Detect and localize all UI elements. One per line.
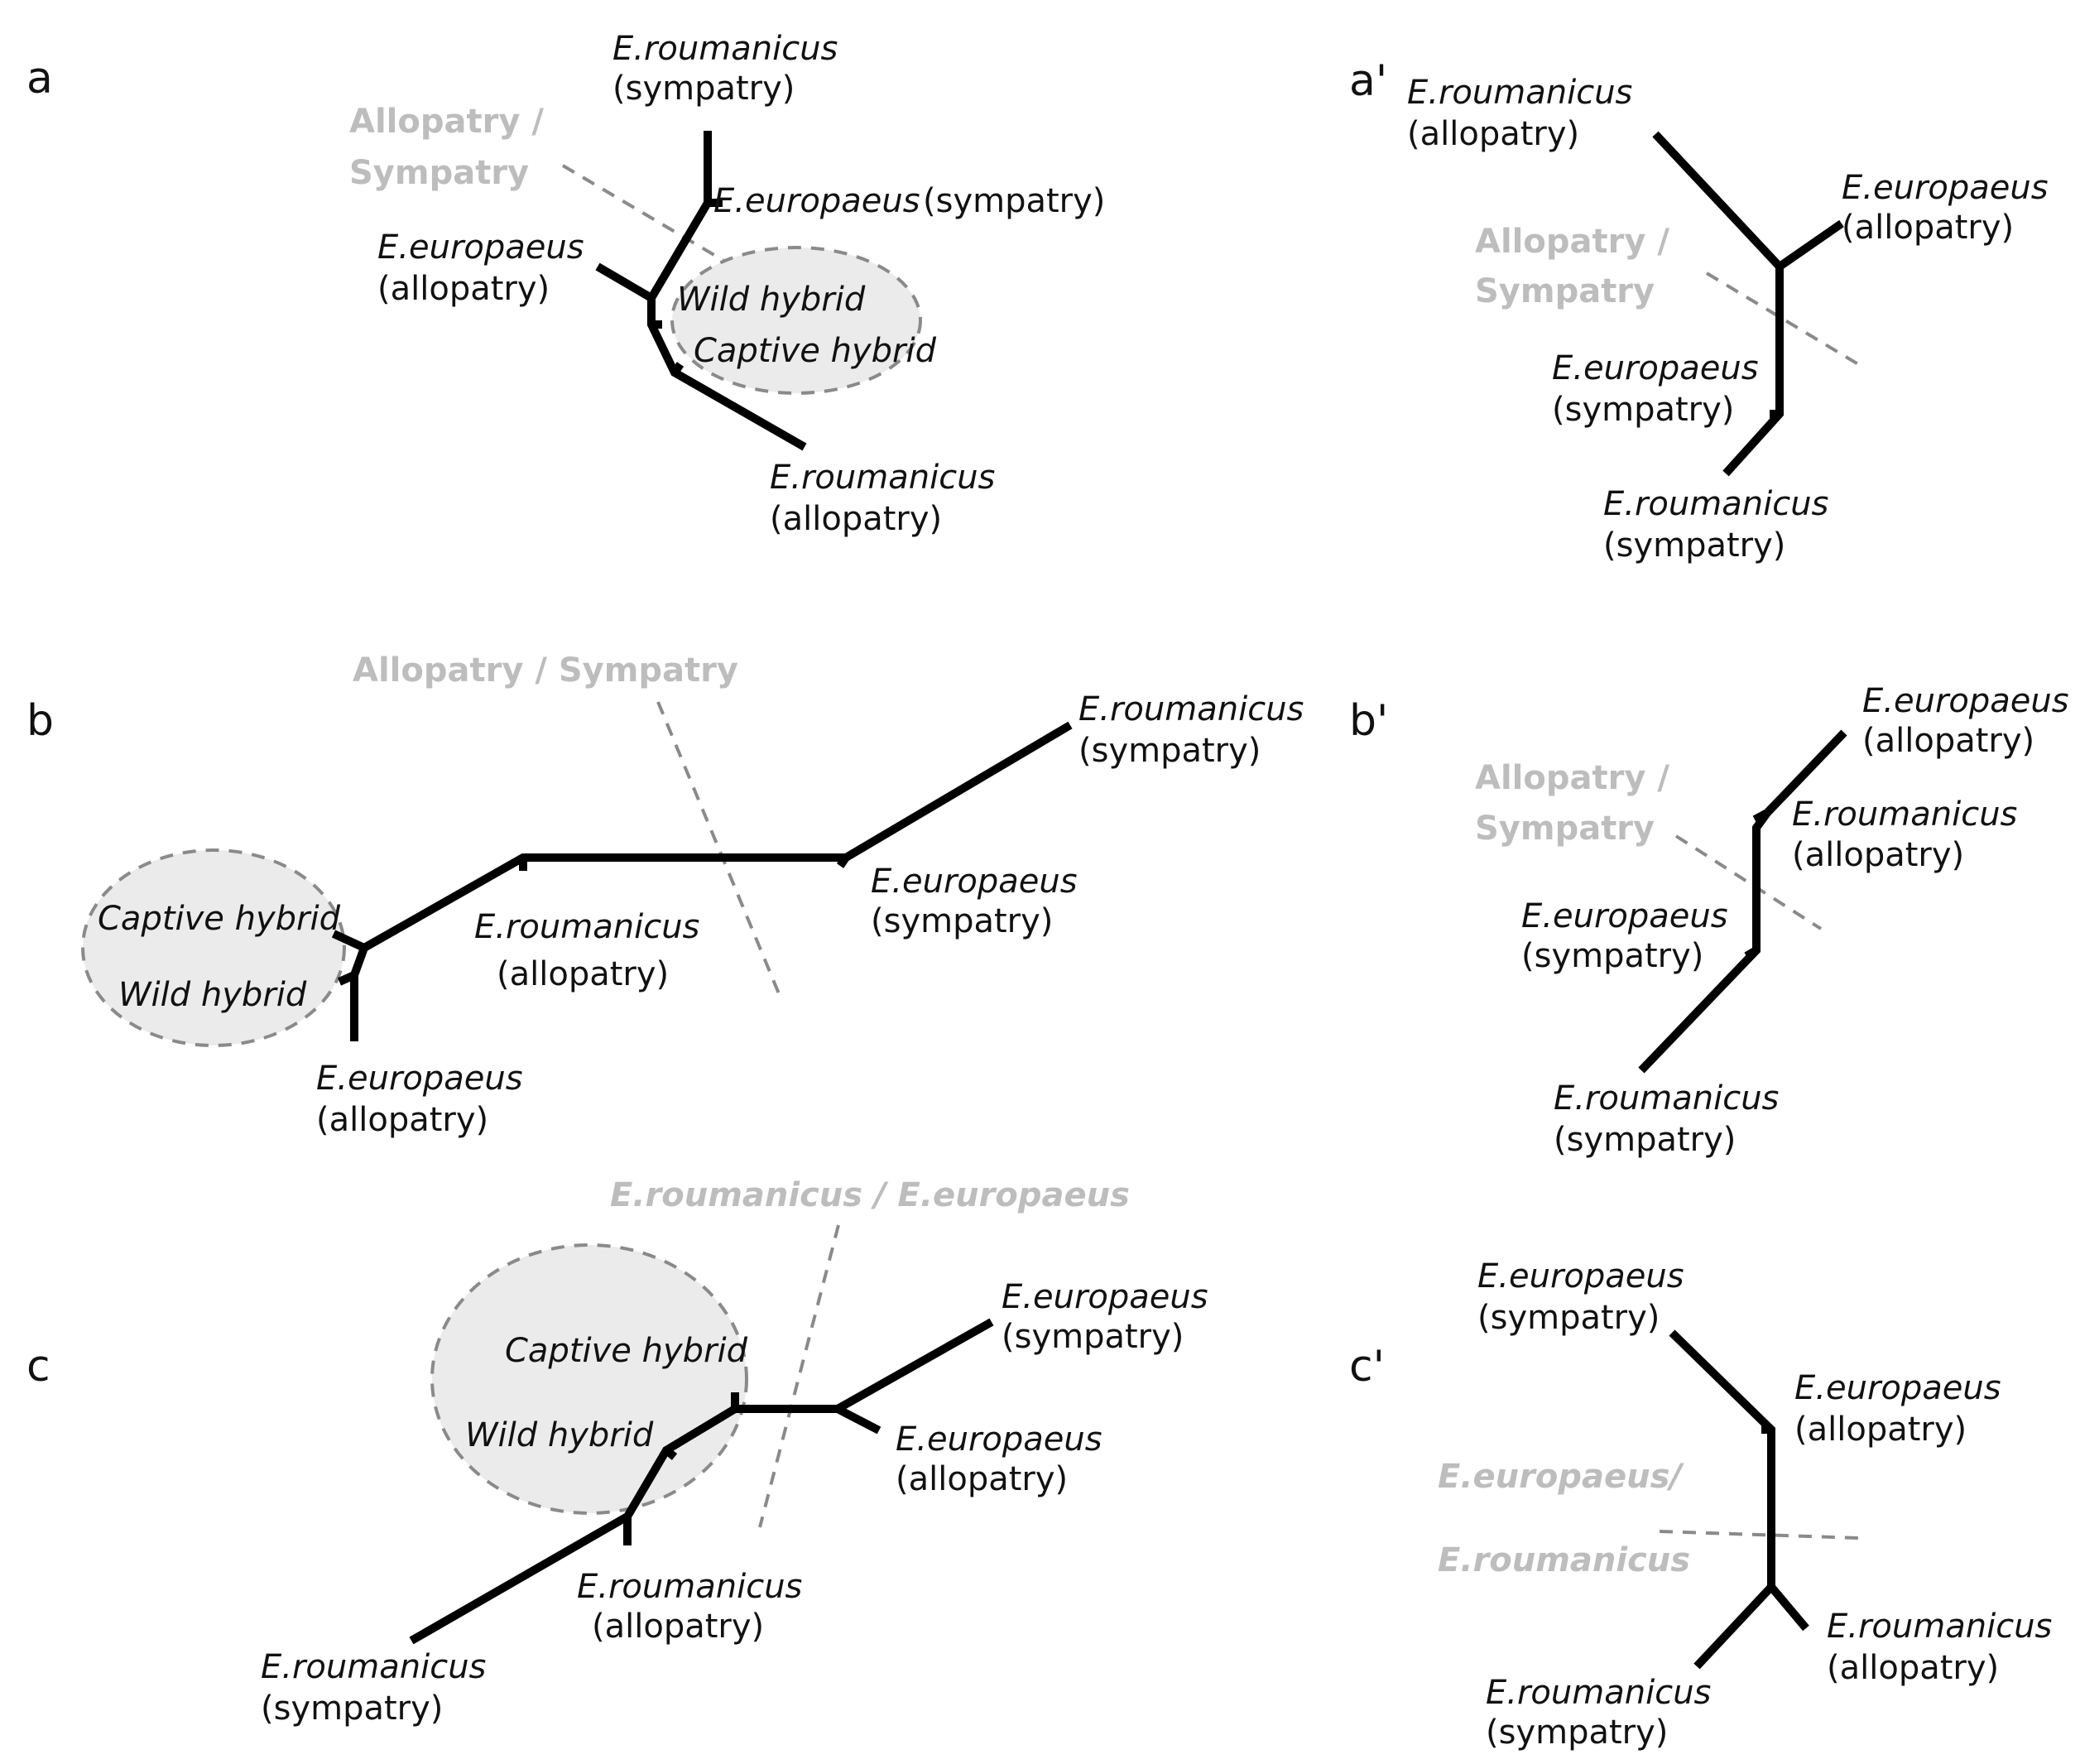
habitat-sympatry: (sympatry): [1486, 1714, 1668, 1752]
panel-b: b Allopatry / Sympatry E.roumanicus (sym…: [26, 651, 1304, 1139]
taxon-europaeus-allopatry: E.europaeus: [1862, 682, 2069, 720]
habitat-allopatry: (allopatry): [592, 1608, 764, 1646]
taxon-europaeus-sympatry: E.europaeus: [871, 863, 1078, 901]
habitat-sympatry: (sympatry): [1603, 526, 1785, 565]
habitat-allopatry: (allopatry): [1842, 209, 2014, 247]
allopatry-sympatry-label-line1: Allopatry /: [1475, 759, 1669, 797]
taxon-europaeus-allopatry: E.europaeus: [316, 1060, 523, 1098]
habitat-sympatry: (sympatry): [1078, 732, 1261, 770]
tree-branches-b: [331, 721, 1073, 1041]
species-split-label-line2: E.roumanicus: [1438, 1541, 1690, 1579]
panel-a: a Allopatry / Sympatry E.roumanicus (sym…: [26, 30, 1105, 538]
panel-a-prime: a' Allopatry / Sympatry E.roumanicus (al…: [1349, 56, 2049, 565]
panel-label-b: b: [26, 696, 54, 746]
panel-c: c E.roumanicus / E.europaeus E.europaeus…: [26, 1176, 1208, 1728]
taxon-europaeus-sympatry: E.europaeus: [1002, 1278, 1208, 1316]
habitat-allopatry: (allopatry): [377, 270, 550, 308]
taxon-roumanicus-allopatry: E.roumanicus: [474, 908, 699, 946]
panel-label-c: c: [26, 1342, 50, 1391]
species-split-label: E.roumanicus / E.europaeus: [610, 1176, 1130, 1214]
allopatry-sympatry-label-line1: Allopatry /: [1475, 223, 1669, 261]
panel-label-a-prime: a': [1349, 56, 1387, 106]
tree-branches-a: [595, 131, 807, 451]
habitat-allopatry: (allopatry): [497, 955, 669, 993]
taxon-roumanicus-allopatry: E.roumanicus: [770, 459, 995, 497]
taxon-europaeus-allopatry: E.europaeus: [1842, 169, 2049, 207]
habitat-allopatry: (allopatry): [1407, 115, 1579, 153]
species-divider: [1659, 1530, 1859, 1540]
habitat-allopatry: (allopatry): [1792, 836, 1964, 874]
habitat-allopatry: (allopatry): [770, 500, 942, 538]
tree-branches-a-prime: [1652, 131, 1844, 477]
panel-b-prime: b' Allopatry / Sympatry E.europaeus (all…: [1349, 682, 2069, 1159]
taxon-roumanicus-allopatry: E.roumanicus: [1407, 74, 1632, 112]
wild-hybrid-label: Wild hybrid: [677, 281, 866, 319]
taxon-roumanicus-sympatry: E.roumanicus: [1078, 690, 1304, 728]
habitat-sympatry: (sympatry): [871, 902, 1053, 940]
hybrid-cluster: [430, 1243, 748, 1515]
taxon-roumanicus-sympatry: E.roumanicus: [1486, 1674, 1711, 1712]
captive-hybrid-label: Captive hybrid: [694, 332, 937, 370]
taxon-europaeus-allopatry: E.europaeus: [1794, 1369, 2001, 1407]
habitat-sympatry: (sympatry): [612, 70, 795, 108]
taxon-roumanicus-sympatry: E.roumanicus: [612, 30, 838, 68]
taxon-roumanicus-allopatry: E.roumanicus: [1792, 795, 2017, 834]
hybrid-cluster: [670, 246, 922, 395]
wild-hybrid-label: Wild hybrid: [465, 1416, 654, 1454]
taxon-europaeus-sympatry: E.europaeus: [1552, 349, 1759, 387]
habitat-sympatry: (sympatry): [1002, 1318, 1184, 1356]
habitat-sympatry: (sympatry): [1477, 1299, 1660, 1337]
habitat-allopatry: (allopatry): [1794, 1411, 1967, 1449]
habitat-allopatry: (allopatry): [1827, 1649, 1999, 1687]
habitat-sympatry: (sympatry): [1554, 1121, 1736, 1159]
species-divider: [758, 1224, 840, 1528]
tree-branches-c-prime: [1669, 1329, 1809, 1670]
panel-label-a: a: [26, 54, 53, 103]
tree-branches-b-prime: [1638, 729, 1847, 1074]
allopatry-sympatry-label-line1: Allopatry /: [349, 103, 544, 141]
taxon-roumanicus-sympatry: E.roumanicus: [1603, 485, 1828, 523]
habitat-sympatry: (sympatry): [1521, 937, 1703, 975]
taxon-roumanicus-allopatry: E.roumanicus: [1827, 1608, 2052, 1646]
panel-label-b-prime: b': [1349, 696, 1388, 746]
habitat-sympatry-inline: (sympatry): [923, 182, 1105, 220]
taxon-roumanicus-sympatry: E.roumanicus: [261, 1648, 486, 1686]
habitat-allopatry: (allopatry): [1862, 722, 2034, 760]
allopatry-sympatry-divider: [656, 701, 784, 1002]
wild-hybrid-label: Wild hybrid: [118, 976, 307, 1014]
allopatry-sympatry-label: Allopatry / Sympatry: [353, 651, 738, 690]
allopatry-sympatry-label-line2: Sympatry: [1475, 272, 1655, 310]
taxon-europaeus-sympatry: E.europaeus: [1521, 897, 1728, 935]
captive-hybrid-label: Captive hybrid: [98, 900, 341, 938]
habitat-sympatry: (sympatry): [1552, 391, 1734, 429]
captive-hybrid-label: Captive hybrid: [505, 1332, 748, 1370]
species-split-label-line1: E.europaeus/: [1438, 1458, 1684, 1496]
taxon-roumanicus-sympatry: E.roumanicus: [1554, 1079, 1779, 1118]
hybrid-cluster: [81, 848, 346, 1047]
panel-c-prime: c' E.europaeus/ E.roumanicus E.europaeus…: [1349, 1257, 2052, 1752]
allopatry-sympatry-divider: [1705, 272, 1860, 366]
allopatry-sympatry-label-line2: Sympatry: [1475, 810, 1655, 848]
habitat-sympatry: (sympatry): [261, 1689, 443, 1728]
habitat-allopatry: (allopatry): [316, 1101, 488, 1139]
panel-label-c-prime: c': [1349, 1342, 1385, 1391]
taxon-europaeus-sympatry: E.europaeus: [713, 182, 920, 220]
habitat-allopatry: (allopatry): [896, 1460, 1068, 1498]
allopatry-sympatry-divider: [561, 164, 747, 275]
allopatry-sympatry-divider: [1674, 834, 1823, 930]
taxon-roumanicus-allopatry: E.roumanicus: [577, 1568, 802, 1606]
taxon-europaeus-sympatry: E.europaeus: [1477, 1257, 1684, 1295]
taxon-europaeus-allopatry: E.europaeus: [377, 228, 584, 267]
tree-branches-c: [409, 1318, 994, 1645]
taxon-europaeus-allopatry: E.europaeus: [896, 1420, 1102, 1459]
allopatry-sympatry-label-line2: Sympatry: [349, 154, 529, 192]
